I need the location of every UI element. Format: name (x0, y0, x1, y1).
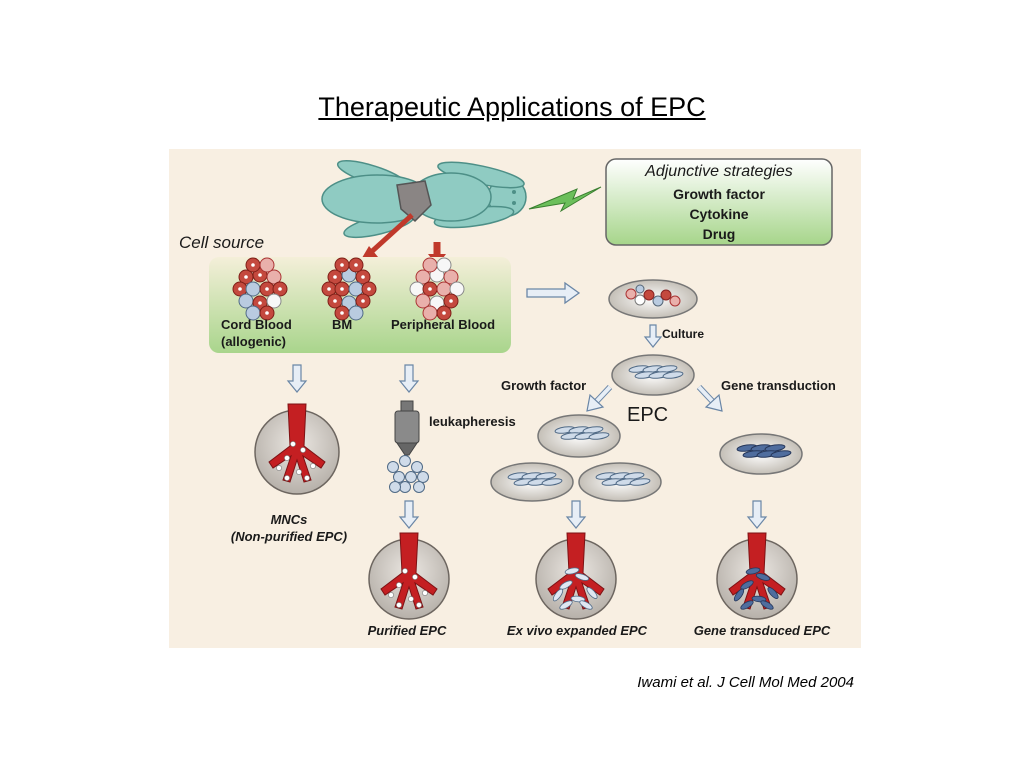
adjunctive-growth-factor: Growth factor (673, 186, 765, 202)
diagram-graphics (209, 158, 833, 620)
culture-dish-epc (611, 354, 695, 396)
epc-diagram: Adjunctive strategies Growth factor Cyto… (169, 149, 861, 648)
tissue-mncs (254, 403, 340, 495)
label-mncs-note: (Non-purified EPC) (230, 529, 348, 544)
label-growth-factor: Growth factor (501, 378, 587, 393)
label-cord-blood: Cord Blood (221, 317, 292, 332)
adjunctive-heading: Adjunctive strategies (645, 163, 793, 180)
label-epc: EPC (627, 404, 669, 426)
leukapheresis-device (394, 400, 420, 456)
citation: Iwami et al. J Cell Mol Med 2004 (637, 674, 854, 691)
arrow-culture (643, 324, 663, 348)
tissue-purified (368, 532, 450, 620)
slide-title: Therapeutic Applications of EPC (318, 92, 706, 122)
label-leukapheresis: leukapheresis (429, 414, 516, 429)
cell-cluster-cord-blood (232, 257, 288, 321)
leukapheresis-cells (387, 455, 429, 493)
label-cord-blood-note: (allogenic) (221, 334, 287, 349)
adjunctive-drug: Drug (702, 226, 736, 242)
label-purified-epc: Purified EPC (367, 623, 447, 638)
tissue-gene-transduced (716, 532, 798, 620)
label-ex-vivo-epc: Ex vivo expanded EPC (506, 623, 648, 638)
lightning-icon (528, 186, 602, 213)
label-gene-transduction: Gene transduction (721, 378, 836, 393)
label-culture: Culture (662, 327, 704, 341)
patient-figure (321, 159, 527, 266)
label-bm: BM (332, 317, 353, 332)
culture-dish-top (608, 279, 698, 319)
label-gene-transduced-epc: Gene transduced EPC (693, 623, 831, 638)
adjunctive-box (605, 158, 833, 246)
arrow-gene-transduction (696, 384, 723, 412)
expanded-dishes (490, 414, 662, 502)
cell-cluster-bm (321, 257, 377, 321)
cell-cluster-peripheral (409, 257, 465, 321)
arrow-growth-factor (586, 384, 613, 412)
label-peripheral-blood: Peripheral Blood (391, 317, 496, 332)
arrow-right (526, 281, 581, 305)
down-arrows (286, 364, 768, 529)
cell-source-heading: Cell source (179, 233, 265, 252)
label-mncs: MNCs (270, 512, 308, 527)
tissue-ex-vivo (535, 532, 617, 620)
transduced-dish (719, 433, 803, 475)
adjunctive-cytokine: Cytokine (689, 206, 749, 222)
